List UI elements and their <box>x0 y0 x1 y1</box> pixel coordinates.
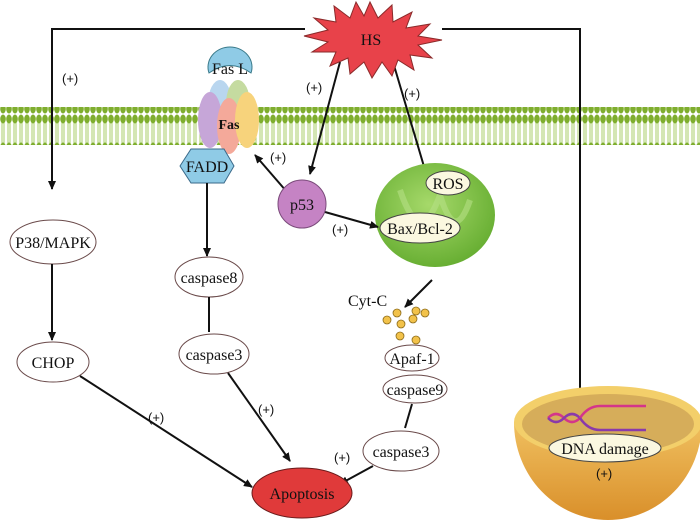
edge-caspase9-to-caspase3 <box>404 403 413 429</box>
edge-p53-to-bax <box>324 211 379 229</box>
ros-label: ROS <box>432 176 463 193</box>
bax-bcl2-label: Bax/Bcl-2 <box>387 221 453 238</box>
caspase3-right-node: caspase3 <box>362 430 440 472</box>
ros-node: ROS <box>425 170 471 196</box>
caspase3-left-label: caspase3 <box>186 347 243 364</box>
edge-hs-to-dna <box>442 28 584 461</box>
dna-damage-node: DNA damage <box>548 433 662 463</box>
cytc-label: Cyt-C <box>348 293 387 310</box>
caspase3-left-node: caspase3 <box>178 333 250 375</box>
chop-label: CHOP <box>32 355 75 372</box>
fas-ligand-node: Fas L <box>207 46 253 78</box>
hs-node: HS <box>303 0 443 80</box>
hs-label: HS <box>361 32 381 49</box>
apoptosis-node: Apoptosis <box>251 467 353 519</box>
edge-mito-to-cytc <box>404 279 433 308</box>
fadd-label: FADD <box>186 159 228 176</box>
chop-node: CHOP <box>16 341 90 383</box>
caspase8-node: caspase8 <box>174 256 244 298</box>
edge-caspase3-left-to-apoptosis <box>227 372 291 462</box>
apaf1-label: Apaf-1 <box>389 351 434 368</box>
fas-complex: Fas <box>198 80 259 154</box>
edge-hs-to-ros <box>392 61 430 181</box>
fadd-node: FADD <box>179 148 235 184</box>
edge-chop-to-apoptosis <box>79 375 253 488</box>
plus-label-caspase3-left: (+) <box>258 402 274 417</box>
plus-label-chop: (+) <box>148 410 164 425</box>
cytc-particles <box>382 306 430 345</box>
plus-label-bax: (+) <box>332 222 348 237</box>
edge-p53-to-fas <box>254 154 288 193</box>
cell-membrane <box>0 107 700 145</box>
p38-mapk-node: P38/MAPK <box>9 219 97 265</box>
edge-hs-to-p53 <box>308 61 341 175</box>
p53-label: p53 <box>290 197 314 214</box>
plus-label-dna: (+) <box>596 466 612 481</box>
fas-label: Fas <box>219 118 241 133</box>
dna-damage-label: DNA damage <box>561 441 649 458</box>
caspase9-node: caspase9 <box>382 374 448 404</box>
caspase3-right-label: caspase3 <box>373 444 430 461</box>
p38-mapk-label: P38/MAPK <box>15 235 91 252</box>
plus-label-fas: (+) <box>270 150 286 165</box>
caspase9-label: caspase9 <box>387 382 444 399</box>
plus-label-ros: (+) <box>404 86 420 101</box>
caspase8-label: caspase8 <box>181 270 238 287</box>
plus-label-p53: (+) <box>306 80 322 95</box>
bax-bcl2-node: Bax/Bcl-2 <box>379 212 461 244</box>
fas-ligand-label: Fas L <box>212 61 248 78</box>
p53-node: p53 <box>277 179 327 229</box>
dna-icon <box>547 404 646 432</box>
edge-hs-to-p38 <box>48 28 305 190</box>
apaf1-node: Apaf-1 <box>384 344 440 372</box>
apoptosis-label: Apoptosis <box>270 486 335 503</box>
plus-label-caspase3-right: (+) <box>334 450 350 465</box>
plus-label-p38: (+) <box>62 71 78 86</box>
